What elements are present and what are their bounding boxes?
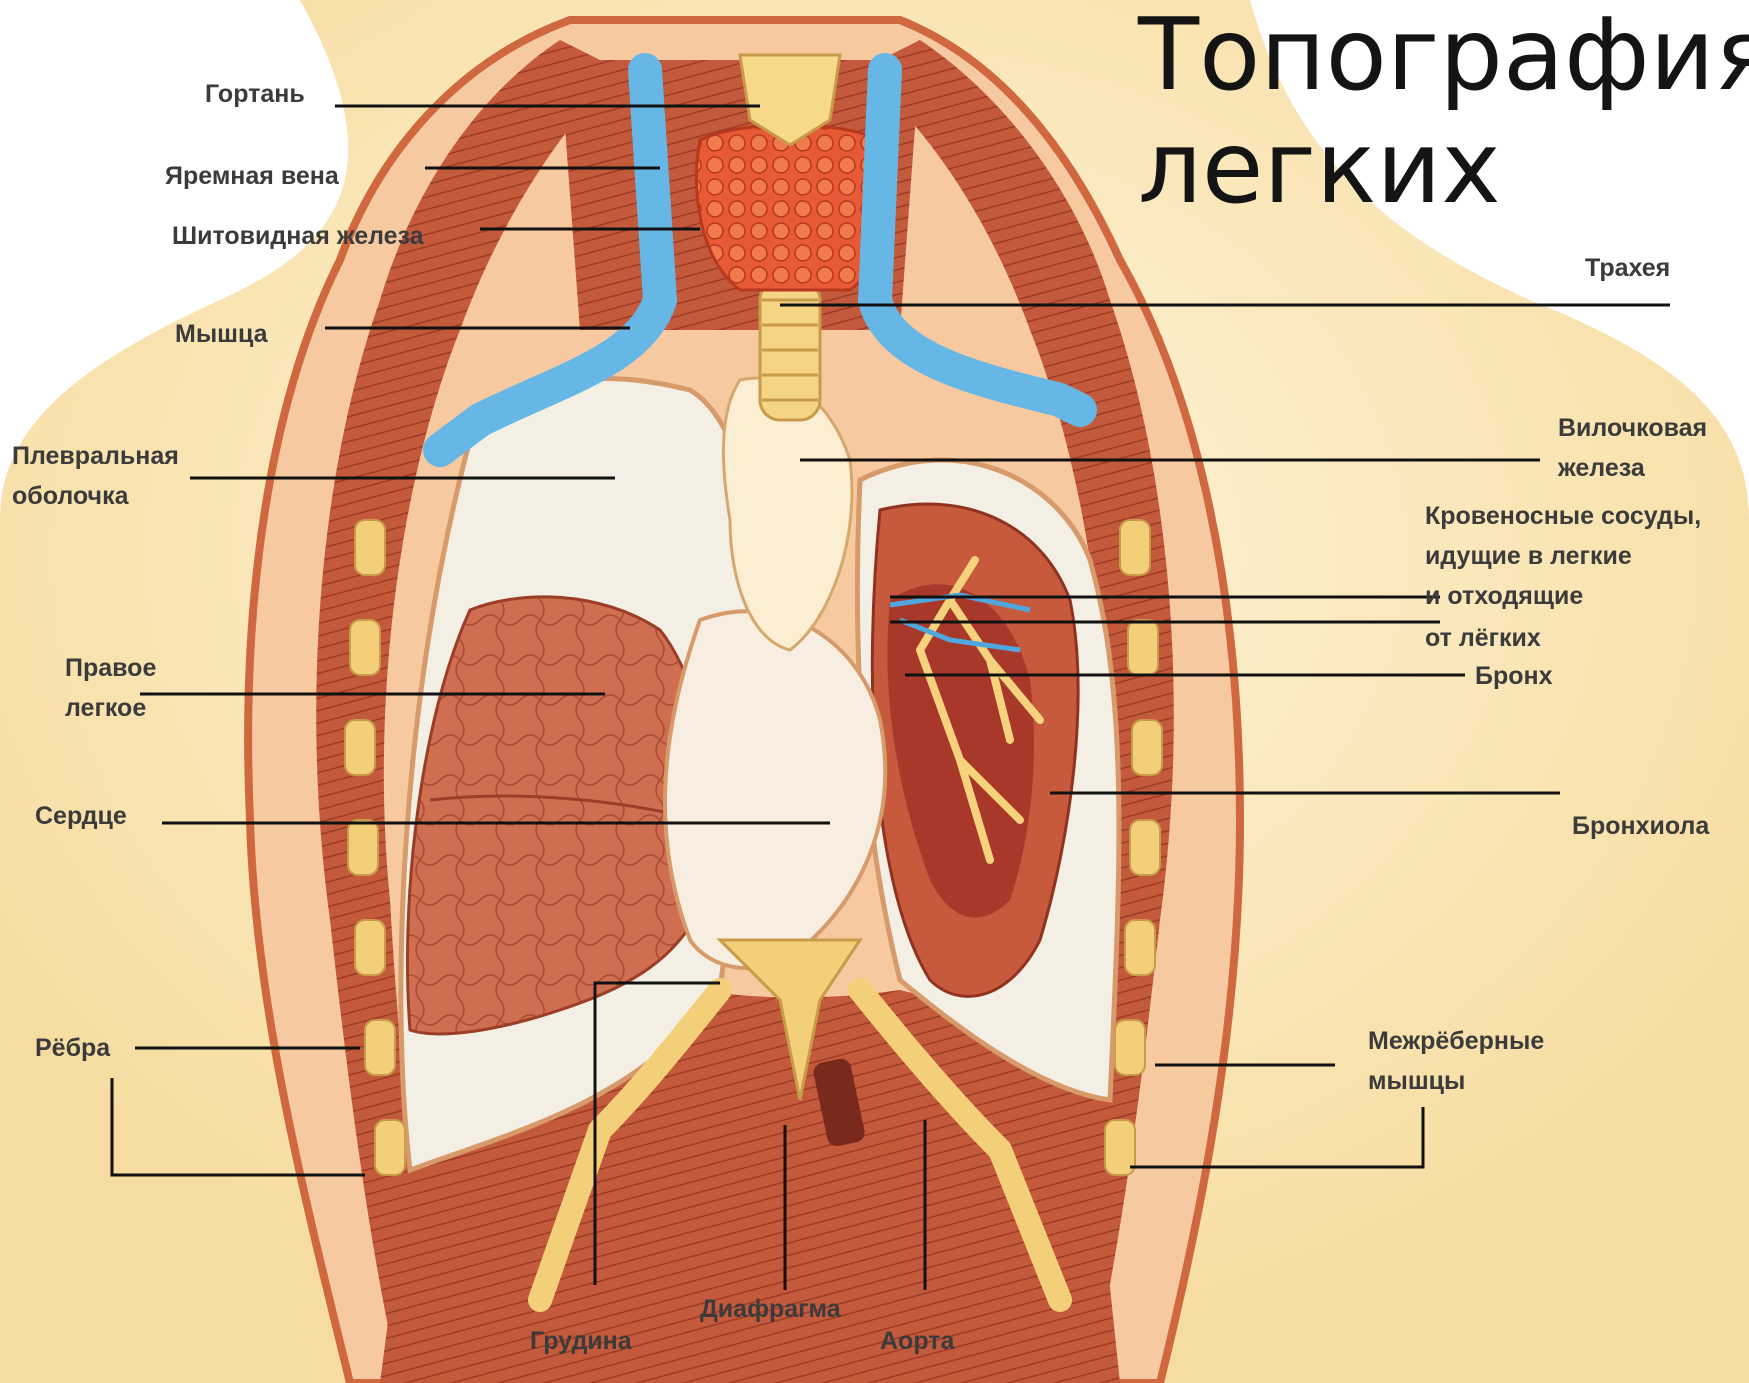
- label-vessels-line-2: идущие в легкие: [1425, 540, 1632, 573]
- label-vessels-line-4: от лёгких: [1425, 622, 1541, 655]
- label-pleura-line-2: оболочка: [12, 480, 129, 513]
- label-right-lung-line-1: Правое: [65, 652, 156, 685]
- label-right-lung-line-2: легкое: [65, 692, 146, 725]
- label-thyroid: Шитовидная железа: [172, 220, 424, 253]
- label-aorta: Аорта: [880, 1325, 954, 1358]
- label-bronchiole: Бронхиола: [1572, 810, 1709, 843]
- label-intercostal-line-1: Межрёберные: [1368, 1025, 1544, 1058]
- label-intercostal-line-2: мышцы: [1368, 1065, 1465, 1098]
- title-line-2: легких: [1138, 118, 1501, 218]
- label-diaphragm: Диафрагма: [700, 1293, 841, 1326]
- label-thymus-line-1: Вилочковая: [1558, 412, 1707, 445]
- label-muscle: Мышца: [175, 318, 268, 351]
- label-sternum: Грудина: [530, 1325, 632, 1358]
- label-trachea: Трахея: [1585, 252, 1670, 285]
- label-larynx: Гортань: [205, 78, 305, 111]
- label-heart: Сердце: [35, 800, 127, 833]
- label-thymus-line-2: железа: [1558, 452, 1645, 485]
- label-vessels-line-1: Кровеносные сосуды,: [1425, 500, 1701, 533]
- label-vessels-line-3: и отходящие: [1425, 580, 1583, 613]
- label-jugular-vein: Яремная вена: [165, 160, 339, 193]
- title-line-1: Топография: [1138, 5, 1749, 105]
- label-pleura-line-1: Плевральная: [12, 440, 179, 473]
- label-bronchus: Бронх: [1475, 660, 1553, 693]
- label-ribs: Рёбра: [35, 1032, 110, 1065]
